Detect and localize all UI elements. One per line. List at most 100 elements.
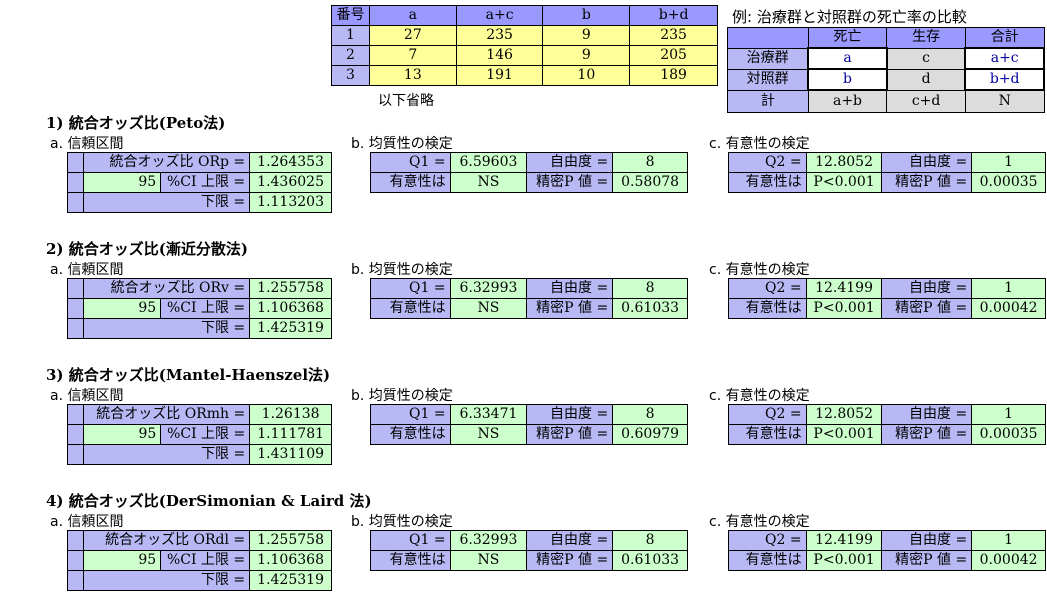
example-row-label: 計 xyxy=(727,89,809,113)
example-cell: a+c xyxy=(964,47,1045,70)
p2-label: 精密P 値 = xyxy=(881,298,973,319)
cell[interactable]: 235 xyxy=(455,25,544,46)
ci-spacer xyxy=(67,152,84,173)
example-title: 例: 治療群と対照群の死亡率の比較 xyxy=(732,8,967,26)
sig1-label: 有意性は xyxy=(370,172,451,193)
table-row: 治療群 a c a+c xyxy=(727,47,1045,70)
cell[interactable]: 191 xyxy=(455,65,544,86)
or-label: 統合オッズ比 ORp = xyxy=(82,152,251,173)
section-title: 4) 統合オッズ比(DerSimonian & Laird 法) xyxy=(46,492,372,510)
example-header-death: 死亡 xyxy=(807,27,888,49)
significance-section-label: c. 有意性の検定 xyxy=(709,388,810,404)
df2-label: 自由度 = xyxy=(881,404,973,425)
df1-value: 8 xyxy=(612,278,688,299)
df1-label: 自由度 = xyxy=(526,152,614,173)
sig1-value: NS xyxy=(449,550,528,571)
q2-value: 12.4199 xyxy=(805,530,883,551)
cell[interactable]: 189 xyxy=(629,65,718,86)
df1-label: 自由度 = xyxy=(526,404,614,425)
p2-label: 精密P 値 = xyxy=(881,424,973,445)
q1-value: 6.32993 xyxy=(449,278,528,299)
ci-spacer xyxy=(67,298,84,319)
homogeneity-section-label: b. 均質性の検定 xyxy=(351,388,453,404)
sig1-label: 有意性は xyxy=(370,298,451,319)
example-table: 死亡 生存 合計 治療群 a c a+c 対照群 b d b+d 計 a+b c… xyxy=(727,27,1045,113)
cell[interactable]: 27 xyxy=(368,25,457,46)
ci-spacer xyxy=(67,444,84,465)
example-cell: a xyxy=(807,47,888,70)
header-b-plus-d: b+d xyxy=(629,5,718,26)
cell[interactable]: 146 xyxy=(455,45,544,66)
p2-value: 0.00035 xyxy=(971,424,1046,445)
row-number: 1 xyxy=(331,25,370,46)
df2-label: 自由度 = xyxy=(881,152,973,173)
upper-value: 1.436025 xyxy=(249,172,332,193)
ci-level[interactable]: 95 xyxy=(82,172,162,193)
ci-section-label: a. 信頼区間 xyxy=(50,262,124,278)
ci-spacer xyxy=(67,530,84,551)
ci-spacer xyxy=(67,404,84,425)
p1-label: 精密P 値 = xyxy=(526,298,614,319)
upper-label: %CI 上限 = xyxy=(160,172,251,193)
sig2-value: P<0.001 xyxy=(805,424,883,445)
example-cell: a+b xyxy=(807,89,888,113)
p2-value: 0.00042 xyxy=(971,298,1046,319)
q1-value: 6.32993 xyxy=(449,530,528,551)
upper-label: %CI 上限 = xyxy=(160,550,251,571)
sig2-label: 有意性は xyxy=(728,172,807,193)
p1-value: 0.61033 xyxy=(612,550,688,571)
sig1-label: 有意性は xyxy=(370,424,451,445)
df1-value: 8 xyxy=(612,404,688,425)
p2-label: 精密P 値 = xyxy=(881,172,973,193)
homogeneity-section-label: b. 均質性の検定 xyxy=(351,136,453,152)
cell[interactable]: 13 xyxy=(368,65,457,86)
ci-spacer xyxy=(67,278,84,299)
significance-table: Q2 = 12.4199 自由度 = 1 有意性は P<0.001 精密P 値 … xyxy=(728,530,1046,571)
ci-level[interactable]: 95 xyxy=(82,298,162,319)
cell[interactable]: 9 xyxy=(542,25,631,46)
ci-level[interactable]: 95 xyxy=(82,424,162,445)
upper-label: %CI 上限 = xyxy=(160,424,251,445)
homogeneity-section-label: b. 均質性の検定 xyxy=(351,514,453,530)
cell[interactable]: 7 xyxy=(368,45,457,66)
cell[interactable]: 9 xyxy=(542,45,631,66)
example-cell: b xyxy=(807,68,888,91)
sig2-value: P<0.001 xyxy=(805,298,883,319)
ci-spacer xyxy=(67,550,84,571)
lower-label: 下限 = xyxy=(82,318,251,339)
cell[interactable]: 205 xyxy=(629,45,718,66)
example-row-label: 治療群 xyxy=(727,47,809,70)
p1-label: 精密P 値 = xyxy=(526,550,614,571)
example-cell: c+d xyxy=(886,89,966,113)
ci-table: 統合オッズ比 ORdl = 1.255758 95 %CI 上限 = 1.106… xyxy=(67,530,332,591)
df1-value: 8 xyxy=(612,530,688,551)
example-cell: N xyxy=(964,89,1045,113)
section-title: 2) 統合オッズ比(漸近分散法) xyxy=(46,240,248,258)
q1-label: Q1 = xyxy=(370,278,451,299)
table-row: 3 13 191 10 189 xyxy=(331,65,718,86)
sig2-label: 有意性は xyxy=(728,424,807,445)
ci-section-label: a. 信頼区間 xyxy=(50,136,124,152)
ci-section-label: a. 信頼区間 xyxy=(50,514,124,530)
cell[interactable]: 235 xyxy=(629,25,718,46)
sig1-label: 有意性は xyxy=(370,550,451,571)
p2-value: 0.00042 xyxy=(971,550,1046,571)
or-label: 統合オッズ比 ORv = xyxy=(82,278,251,299)
ci-spacer xyxy=(67,192,84,213)
sig1-value: NS xyxy=(449,298,528,319)
p1-label: 精密P 値 = xyxy=(526,172,614,193)
or-value: 1.264353 xyxy=(249,152,332,173)
df2-value: 1 xyxy=(971,404,1046,425)
df2-value: 1 xyxy=(971,152,1046,173)
ci-table: 統合オッズ比 ORp = 1.264353 95 %CI 上限 = 1.4360… xyxy=(67,152,332,213)
significance-section-label: c. 有意性の検定 xyxy=(709,262,810,278)
df2-label: 自由度 = xyxy=(881,278,973,299)
significance-table: Q2 = 12.8052 自由度 = 1 有意性は P<0.001 精密P 値 … xyxy=(728,404,1046,445)
p2-label: 精密P 値 = xyxy=(881,550,973,571)
header-number: 番号 xyxy=(331,5,370,26)
ci-level[interactable]: 95 xyxy=(82,550,162,571)
q2-value: 12.4199 xyxy=(805,278,883,299)
ci-spacer xyxy=(67,570,84,591)
cell[interactable]: 10 xyxy=(542,65,631,86)
homogeneity-table: Q1 = 6.59603 自由度 = 8 有意性は NS 精密P 値 = 0.5… xyxy=(370,152,688,193)
